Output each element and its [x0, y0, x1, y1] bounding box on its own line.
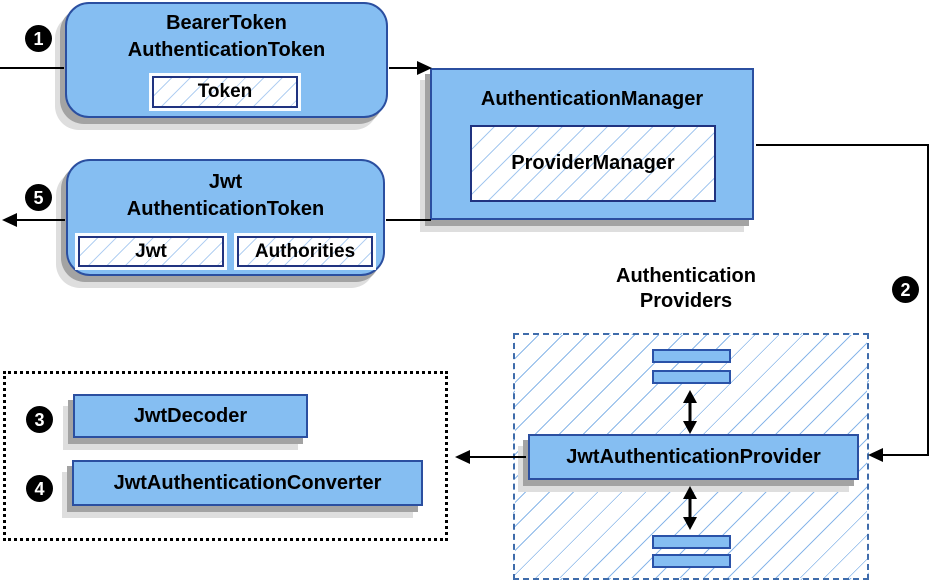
jwt-token-title-line1: Jwt — [208, 171, 243, 193]
decoder-converter-group — [3, 371, 448, 541]
authorities-chip: Authorities — [237, 236, 373, 267]
provider-slot-bar — [652, 535, 731, 549]
jwt-authentication-provider-node: JwtAuthenticationProvider — [528, 434, 859, 480]
step-5-badge: 5 — [25, 184, 52, 211]
authentication-providers-label-line1: Authentication — [616, 265, 756, 287]
authentication-manager-node: AuthenticationManager ProviderManager — [430, 68, 754, 220]
provider-slot-bar — [652, 554, 731, 568]
provider-slot-bar — [652, 349, 731, 363]
provider-slot-bar — [652, 370, 731, 384]
jwt-authentication-token-node: Jwt AuthenticationToken Jwt Authorities — [66, 159, 385, 276]
bearer-token-authentication-token-node: BearerToken AuthenticationToken Token — [65, 2, 388, 118]
authentication-providers-label: Authentication Providers — [586, 264, 786, 314]
jwt-decoder-node: JwtDecoder — [73, 394, 308, 438]
step-3-badge: 3 — [26, 406, 53, 433]
provider-manager-chip: ProviderManager — [470, 125, 716, 202]
step-2-badge: 2 — [892, 276, 919, 303]
token-chip: Token — [152, 76, 298, 108]
bearer-to-manager-arrow-icon — [389, 61, 432, 75]
authentication-providers-label-line2: Providers — [639, 290, 733, 312]
jwt-token-title-line2: AuthenticationToken — [126, 198, 325, 220]
step-4-badge: 4 — [26, 475, 53, 502]
bearer-token-title-line2: AuthenticationToken — [127, 39, 326, 61]
result-out-arrow-icon — [2, 213, 65, 227]
jwt-chip: Jwt — [78, 236, 224, 267]
bearer-token-title-line1: BearerToken — [166, 12, 287, 34]
jwt-authentication-converter-node: JwtAuthenticationConverter — [72, 460, 423, 506]
authentication-manager-title: AuthenticationManager — [480, 88, 704, 110]
step-1-badge: 1 — [25, 25, 52, 52]
